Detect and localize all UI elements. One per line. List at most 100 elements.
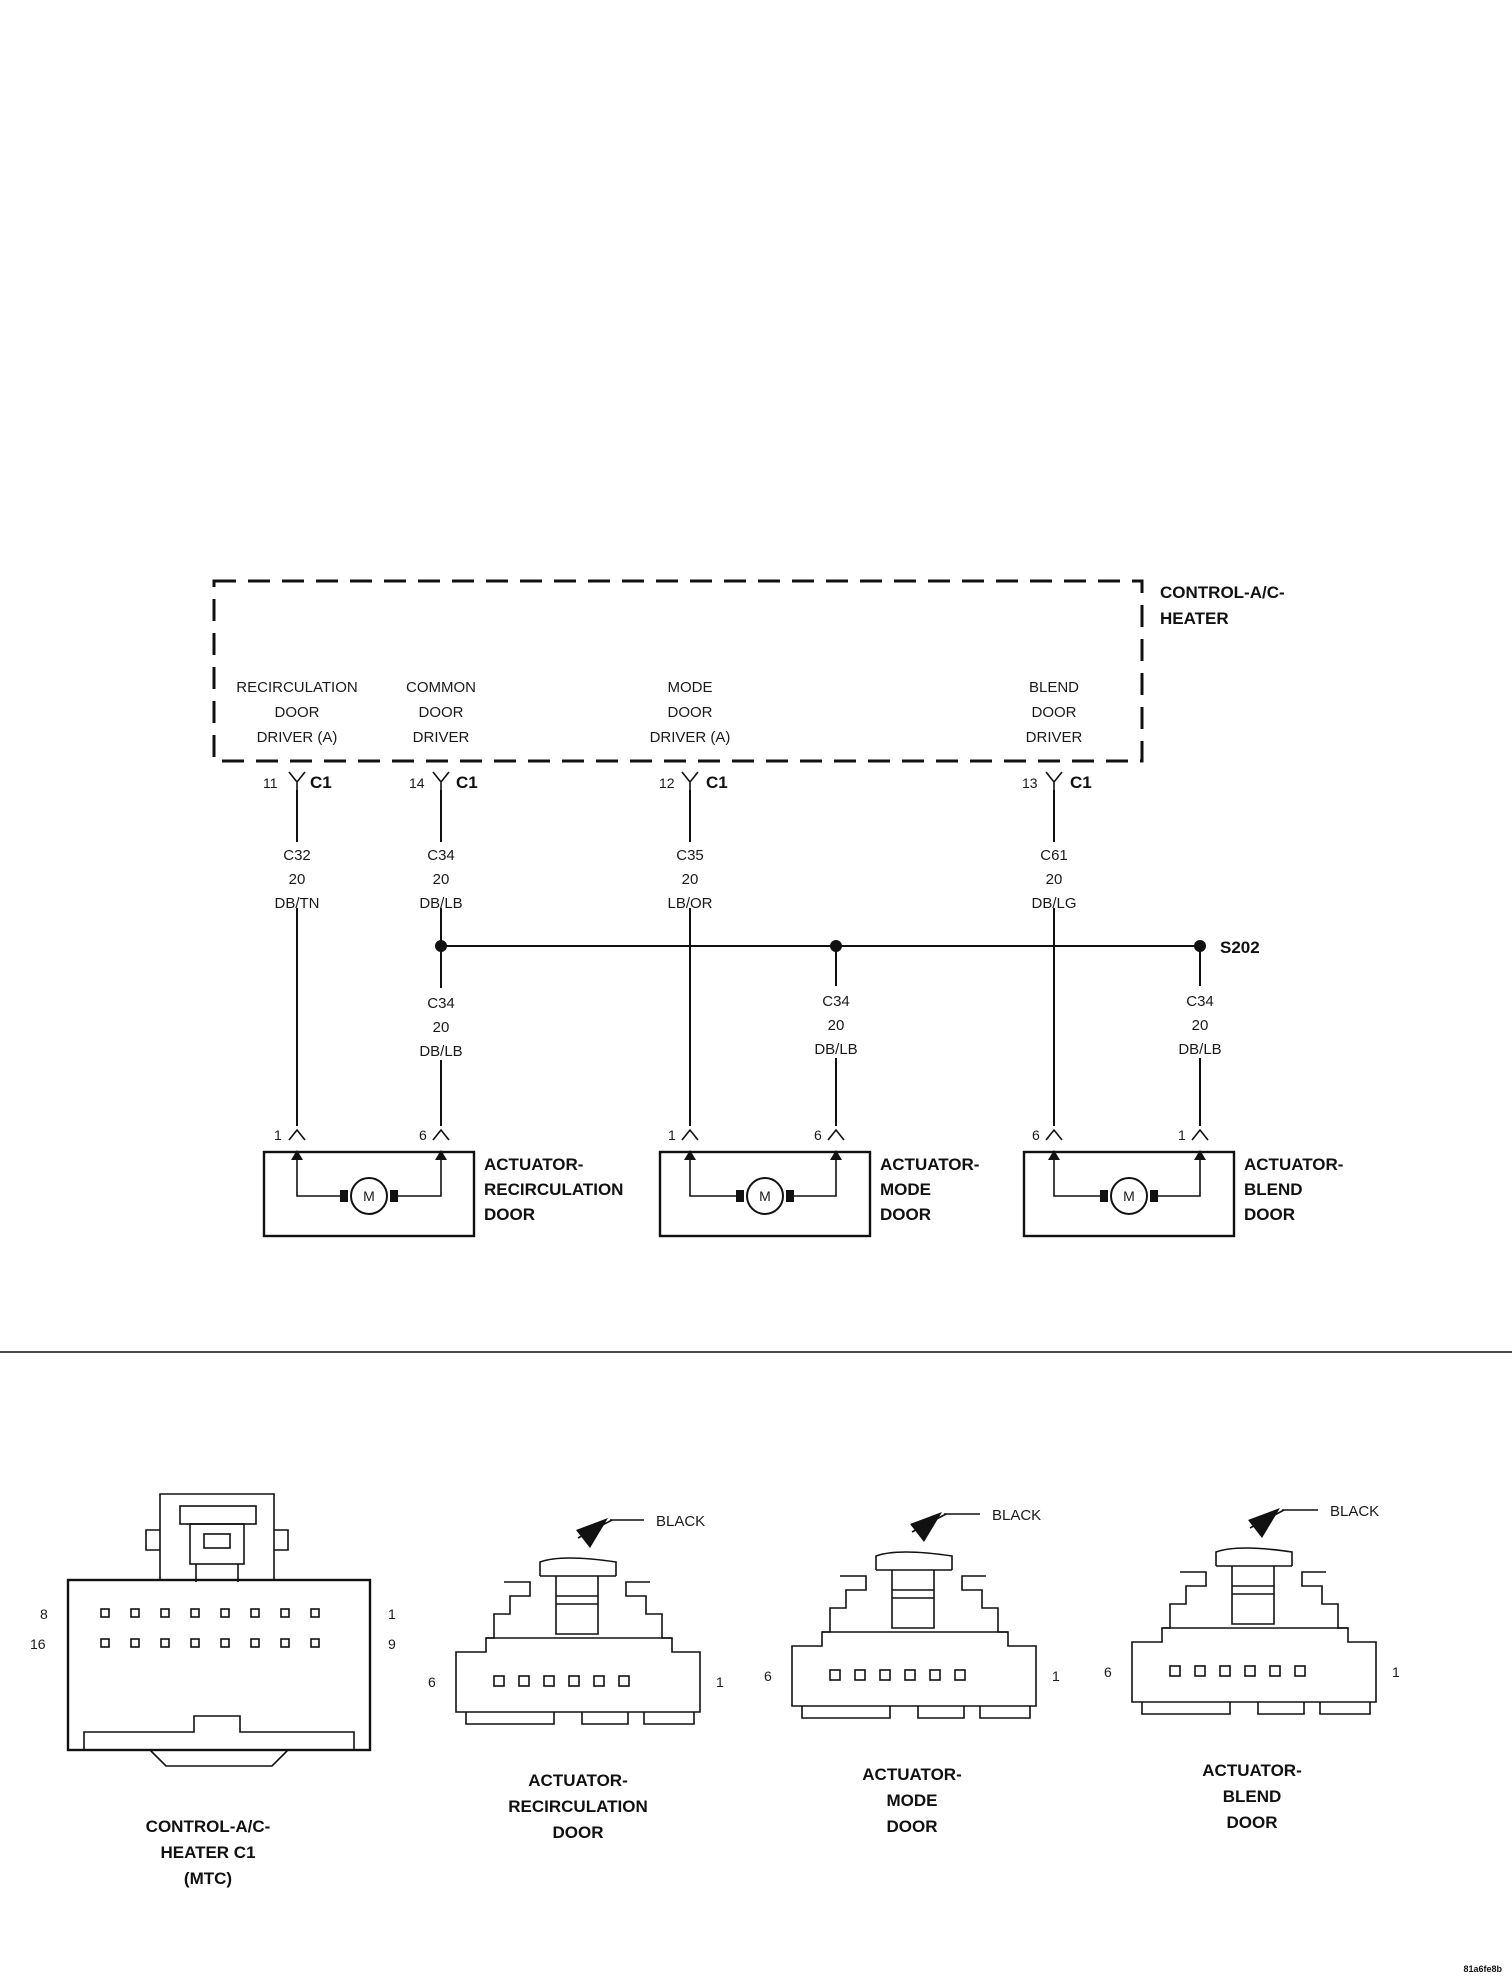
svg-text:C1: C1 [456, 773, 478, 792]
wire-label-c34-module: C34 20 DB/LB [419, 847, 462, 912]
svg-text:6: 6 [764, 1668, 772, 1684]
svg-text:C34: C34 [427, 995, 455, 1012]
module-pin-11: 11 C1 [263, 771, 332, 792]
svg-text:RECIRCULATION: RECIRCULATION [236, 679, 357, 696]
svg-text:C35: C35 [676, 847, 704, 864]
connector-recirc-title-3: DOOR [553, 1823, 604, 1842]
svg-text:DB/LB: DB/LB [419, 1043, 462, 1060]
svg-text:20: 20 [1192, 1017, 1209, 1034]
driver-common-label: COMMON DOOR DRIVER [406, 679, 476, 746]
svg-text:DB/LB: DB/LB [1178, 1041, 1221, 1058]
svg-text:1: 1 [716, 1674, 724, 1690]
svg-text:DB/LG: DB/LG [1031, 895, 1076, 912]
svg-text:C1: C1 [310, 773, 332, 792]
module-title-line-1: CONTROL-A/C- [1160, 583, 1285, 602]
svg-text:11: 11 [263, 775, 278, 791]
svg-text:C32: C32 [283, 847, 311, 864]
svg-text:6: 6 [1104, 1664, 1112, 1680]
svg-text:12: 12 [659, 775, 675, 791]
svg-text:DOOR: DOOR [668, 704, 713, 721]
connector-mode-title-3: DOOR [887, 1817, 938, 1836]
svg-text:C1: C1 [706, 773, 728, 792]
svg-text:1: 1 [388, 1606, 396, 1622]
actuator-recirc-title-1: ACTUATOR- [484, 1155, 583, 1174]
connector-c1-title-3: (MTC) [184, 1869, 232, 1888]
motor-icon [1110, 1177, 1148, 1215]
svg-text:DRIVER (A): DRIVER (A) [257, 729, 338, 746]
c1-pin-row-bottom [100, 1638, 320, 1648]
connector-mode-title-1: ACTUATOR- [862, 1765, 961, 1784]
actuator-mode-title-3: DOOR [880, 1205, 931, 1224]
actuator-blend: 6 1 M ACTUATOR- BLEND DOOR [1022, 1127, 1343, 1238]
svg-text:6: 6 [1032, 1127, 1040, 1143]
connector-blend-title-3: DOOR [1227, 1813, 1278, 1832]
actuator-blend-title-2: BLEND [1244, 1180, 1303, 1199]
svg-text:8: 8 [40, 1606, 48, 1622]
connector-recirc-title-2: RECIRCULATION [508, 1797, 647, 1816]
blend-pin-row [1169, 1665, 1306, 1677]
svg-text:DB/TN: DB/TN [275, 895, 320, 912]
svg-text:COMMON: COMMON [406, 679, 476, 696]
connector-c1-title-1: CONTROL-A/C- [146, 1817, 271, 1836]
svg-text:1: 1 [1178, 1127, 1186, 1143]
svg-text:BLACK: BLACK [1330, 1503, 1379, 1520]
svg-text:1: 1 [274, 1127, 282, 1143]
module-pin-12: 12 C1 [659, 771, 728, 792]
svg-text:BLACK: BLACK [656, 1513, 705, 1530]
svg-text:DB/LB: DB/LB [419, 895, 462, 912]
connector-recirc-view: BLACK 6 1 ACTUATOR- RECIRCULATION DOOR [428, 1513, 724, 1842]
connector-recirc-title-1: ACTUATOR- [528, 1771, 627, 1790]
driver-recirculation-label: RECIRCULATION DOOR DRIVER (A) [236, 679, 357, 746]
splice-label: S202 [1220, 938, 1260, 957]
svg-text:1: 1 [1052, 1668, 1060, 1684]
connector-c1-view: 8 1 16 9 CONTROL-A/C- HEATER C1 (MTC) [30, 1493, 396, 1888]
module-outline [212, 579, 1144, 763]
actuator-recirc-title-2: RECIRCULATION [484, 1180, 623, 1199]
svg-text:20: 20 [289, 871, 306, 888]
branch-wire-label-3: C34 20 DB/LB [1178, 993, 1221, 1058]
svg-text:BLACK: BLACK [992, 1507, 1041, 1524]
connector-blend-title-2: BLEND [1223, 1787, 1282, 1806]
module-title-line-2: HEATER [1160, 609, 1229, 628]
svg-text:C34: C34 [427, 847, 455, 864]
svg-text:LB/OR: LB/OR [667, 895, 712, 912]
svg-text:20: 20 [433, 1019, 450, 1036]
wire-label-c35: C35 20 LB/OR [667, 842, 713, 912]
actuator-blend-title-3: DOOR [1244, 1205, 1295, 1224]
motor-icon [350, 1177, 388, 1215]
actuator-mode-title-1: ACTUATOR- [880, 1155, 979, 1174]
svg-text:DOOR: DOOR [275, 704, 320, 721]
svg-text:DB/LB: DB/LB [814, 1041, 857, 1058]
actuator-recirc-title-3: DOOR [484, 1205, 535, 1224]
svg-text:DRIVER (A): DRIVER (A) [650, 729, 731, 746]
connector-blend-view: BLACK 6 1 ACTUATOR- BLEND DOOR [1104, 1503, 1400, 1832]
branch-wire-label-2: C34 20 DB/LB [814, 993, 857, 1058]
svg-text:20: 20 [1046, 871, 1063, 888]
svg-text:6: 6 [419, 1127, 427, 1143]
splice-node-1 [435, 940, 447, 952]
module-pin-13: 13 C1 [1022, 771, 1092, 792]
svg-text:6: 6 [428, 1674, 436, 1690]
svg-text:1: 1 [668, 1127, 676, 1143]
svg-text:DOOR: DOOR [419, 704, 464, 721]
svg-text:20: 20 [682, 871, 699, 888]
svg-text:DRIVER: DRIVER [1026, 729, 1083, 746]
svg-text:16: 16 [30, 1636, 46, 1652]
connector-mode-view: BLACK 6 1 ACTUATOR- MODE DOOR [764, 1507, 1060, 1836]
driver-mode-label: MODE DOOR DRIVER (A) [650, 679, 731, 746]
branch-wire-label-1: C34 20 DB/LB [419, 995, 462, 1060]
connector-blend-title-1: ACTUATOR- [1202, 1761, 1301, 1780]
actuator-recirculation: 1 6 M ACTUATOR- RECIRCULATION DOOR [262, 1127, 623, 1238]
recirc-pin-row [493, 1675, 630, 1687]
connector-c1-title-2: HEATER C1 [160, 1843, 255, 1862]
svg-text:C34: C34 [1186, 993, 1214, 1010]
wire-label-c61: C61 20 DB/LG [1031, 842, 1077, 912]
svg-text:M: M [363, 1188, 375, 1204]
svg-text:C34: C34 [822, 993, 850, 1010]
svg-text:BLEND: BLEND [1029, 679, 1079, 696]
svg-text:1: 1 [1392, 1664, 1400, 1680]
actuator-blend-title-1: ACTUATOR- [1244, 1155, 1343, 1174]
svg-text:20: 20 [433, 871, 450, 888]
svg-text:M: M [1123, 1188, 1135, 1204]
actuator-mode-title-2: MODE [880, 1180, 931, 1199]
